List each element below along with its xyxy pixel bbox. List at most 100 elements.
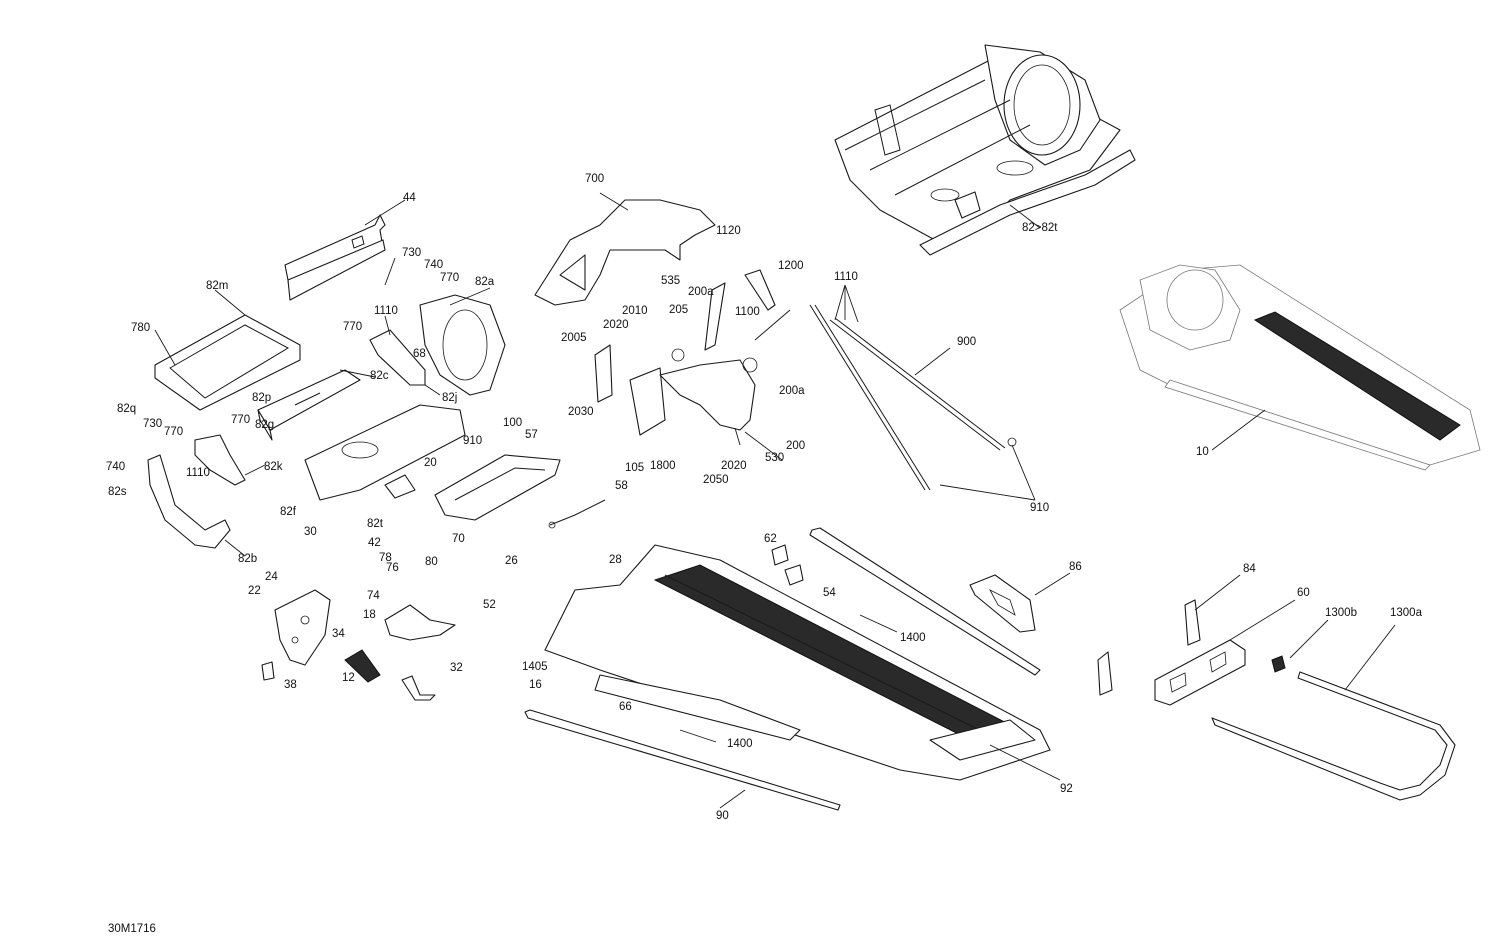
- part-1400-rail: [809, 527, 1041, 676]
- callout-2050: 2050: [703, 474, 729, 486]
- callout-2020: 2020: [721, 460, 747, 472]
- part-100-pan: [434, 454, 561, 521]
- callout-770: 770: [343, 321, 362, 333]
- callout-60: 60: [1297, 587, 1310, 599]
- callout-2020: 2020: [603, 319, 629, 331]
- callout-30: 30: [304, 526, 317, 538]
- callout-82-82t: 82>82t: [1022, 222, 1058, 234]
- callout-1405: 1405: [522, 661, 548, 673]
- callout-76: 76: [386, 562, 399, 574]
- callout-105: 105: [625, 462, 644, 474]
- part-62-bracket: [771, 544, 804, 586]
- callout-730: 730: [143, 418, 162, 430]
- callout-1300a: 1300a: [1390, 607, 1423, 619]
- callout-82j: 82j: [442, 392, 457, 404]
- callout-34: 34: [332, 628, 345, 640]
- callout-58: 58: [615, 480, 628, 492]
- callout-82f: 82f: [280, 506, 297, 518]
- callout-530: 530: [765, 452, 784, 464]
- part-86-plate: [969, 574, 1036, 633]
- callout-770: 770: [164, 426, 183, 438]
- callout-82m: 82m: [206, 280, 228, 292]
- callout-24: 24: [265, 571, 278, 583]
- callout-82a: 82a: [475, 276, 495, 288]
- callout-82t: 82t: [367, 518, 384, 530]
- callout-910: 910: [463, 435, 482, 447]
- callout-84: 84: [1243, 563, 1256, 575]
- callout-54: 54: [823, 587, 836, 599]
- callout-100: 100: [503, 417, 522, 429]
- callout-770: 770: [440, 272, 459, 284]
- callout-92: 92: [1060, 783, 1073, 795]
- callout-82p: 82p: [252, 392, 271, 404]
- callout-1300b: 1300b: [1325, 607, 1357, 619]
- callout-38: 38: [284, 679, 297, 691]
- callout-200a: 200a: [688, 286, 714, 298]
- callout-52: 52: [483, 599, 496, 611]
- frame-ghost-drawing: [1119, 264, 1481, 471]
- frame-assembly-drawing: [834, 44, 1136, 256]
- callout-44: 44: [403, 192, 416, 204]
- part-82b-hoop: [147, 434, 246, 549]
- part-58-cable: [548, 499, 606, 529]
- callout-740: 740: [424, 259, 443, 271]
- callout-1200: 1200: [778, 260, 804, 272]
- callout-20: 20: [424, 457, 437, 469]
- part-200-arm: [659, 348, 758, 431]
- callout-16: 16: [529, 679, 542, 691]
- callout-205: 205: [669, 304, 688, 316]
- part-52-bracket: [384, 604, 456, 641]
- callout-70: 70: [452, 533, 465, 545]
- callout-535: 535: [661, 275, 680, 287]
- part-28-tunnel: [544, 544, 1051, 781]
- part-700-bridge: [534, 199, 716, 306]
- callout-18: 18: [363, 609, 376, 621]
- callout-1400: 1400: [900, 632, 926, 644]
- callout-82g: 82g: [255, 419, 274, 431]
- part-900-rods: [809, 304, 1017, 491]
- callout-57: 57: [525, 429, 538, 441]
- callout-2005: 2005: [561, 332, 587, 344]
- callout-82c: 82c: [370, 370, 389, 382]
- callout-740: 740: [106, 461, 125, 473]
- callout-200: 200: [786, 440, 805, 452]
- part-82m-tray: [154, 314, 301, 411]
- part-1100-link: [704, 269, 791, 351]
- callout-80: 80: [425, 556, 438, 568]
- callout-62: 62: [764, 533, 777, 545]
- callout-32: 32: [450, 662, 463, 674]
- callout-68: 68: [413, 348, 426, 360]
- callout-700: 700: [585, 173, 604, 185]
- callout-28: 28: [609, 554, 622, 566]
- callout-2010: 2010: [622, 305, 648, 317]
- callout-22: 22: [248, 585, 261, 597]
- callout-10: 10: [1196, 446, 1209, 458]
- part-90-rail: [524, 709, 841, 811]
- callout-2030: 2030: [568, 406, 594, 418]
- callout-200a: 200a: [779, 385, 805, 397]
- callout-1400: 1400: [727, 738, 753, 750]
- callout-1100: 1100: [735, 306, 760, 318]
- part-22-bracket: [261, 589, 331, 681]
- part-60-beam: [1154, 639, 1246, 706]
- callout-770: 770: [231, 414, 250, 426]
- callout-910: 910: [1030, 502, 1049, 514]
- part-1800-panel: [594, 344, 666, 436]
- callout-42: 42: [368, 537, 381, 549]
- callout-labels: 82>82t 10 44 82m 780 82p 82q 730 770 740…: [106, 173, 1423, 822]
- part-82c-bracket: [257, 369, 361, 441]
- callout-1110: 1110: [186, 467, 210, 479]
- leader-lines: [154, 192, 1396, 809]
- callout-900: 900: [957, 336, 976, 348]
- callout-1110: 1110: [834, 271, 858, 283]
- part-84-bracket: [1097, 599, 1201, 696]
- callout-90: 90: [716, 810, 729, 822]
- callout-1110: 1110: [374, 305, 398, 317]
- callout-82q: 82q: [117, 403, 136, 415]
- callout-82s: 82s: [108, 486, 127, 498]
- callout-82b: 82b: [238, 553, 257, 565]
- callout-86: 86: [1069, 561, 1082, 573]
- part-12-step: [344, 649, 381, 683]
- part-44-panel: [284, 214, 386, 301]
